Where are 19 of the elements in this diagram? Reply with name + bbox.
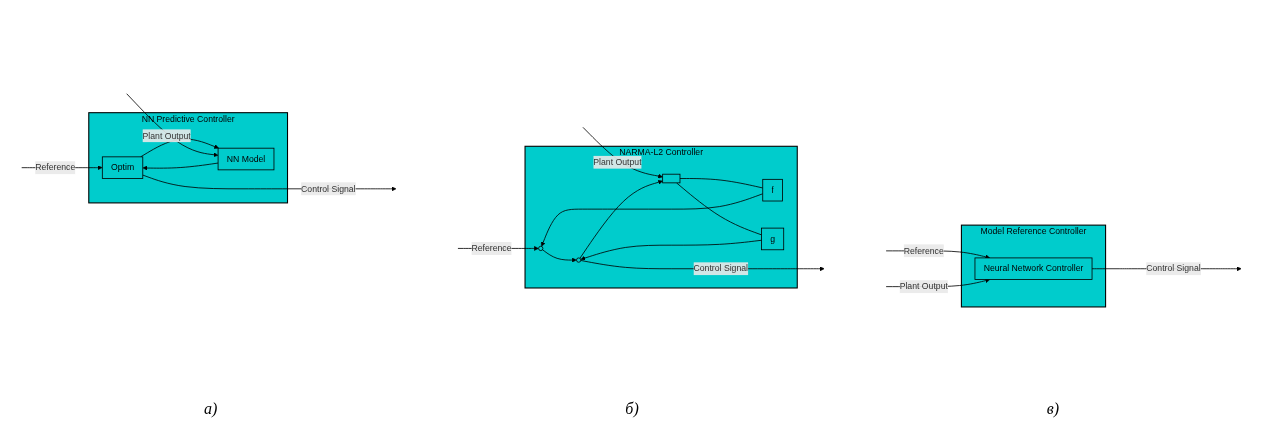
node-box: NN Model [217, 147, 275, 171]
edge-label: Control Signal [693, 263, 748, 274]
node-box: Neural Network Controller [974, 257, 1093, 280]
edge-label: Control Signal [1146, 263, 1201, 274]
node-bar [662, 173, 681, 184]
edge-label: Plant Output [142, 130, 191, 141]
edge-label: Reference [35, 162, 76, 173]
panel-caption: а) [204, 400, 218, 418]
node-box: g [761, 227, 785, 251]
edge-label: Reference [471, 243, 512, 253]
node-circle [576, 257, 582, 263]
edge-label: Reference [903, 245, 944, 256]
panel-caption: в) [1046, 400, 1059, 418]
edge-label: Plant Output [899, 281, 948, 291]
node-box: Optim [101, 156, 144, 179]
node-circle [538, 245, 544, 251]
panel-caption: б) [625, 400, 639, 418]
node-box: f [762, 178, 783, 202]
edge-label: Control Signal [301, 183, 356, 194]
